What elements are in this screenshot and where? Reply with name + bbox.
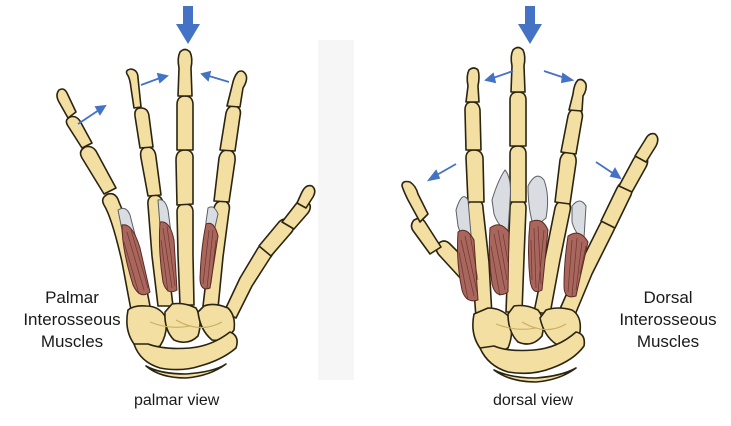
palmar-finger-2 [125, 68, 162, 197]
dorsal-label-line-2: Interosseous [619, 310, 717, 329]
palmar-muscles-label: Palmar Interosseous Muscles [14, 287, 130, 353]
palmar-label-line-3: Muscles [40, 332, 104, 351]
palmar-carpals [126, 302, 238, 379]
dorsal-view-caption: dorsal view [493, 392, 574, 409]
dorsal-ring-finger [554, 78, 587, 205]
dorsal-label-line-1: Dorsal [643, 288, 693, 307]
center-divider [318, 40, 354, 380]
palmar-thumb [258, 184, 316, 257]
palmar-hand [56, 48, 316, 379]
palmar-interossei [117, 199, 219, 296]
dorsal-index-finger [464, 67, 485, 203]
dorsal-arrow-down [518, 6, 542, 44]
palmar-finger-4 [213, 70, 248, 203]
palmar-middle-finger [175, 48, 194, 206]
dorsal-middle-finger [509, 46, 527, 203]
palmar-arrows [77, 6, 230, 125]
palmar-arrow-down [176, 6, 200, 44]
dorsal-interossei [455, 169, 589, 302]
palmar-label-line-2: Interosseous [23, 310, 121, 329]
palmar-view-caption: palmar view [134, 392, 220, 409]
dorsal-muscles-label: Dorsal Interosseous Muscles [610, 287, 726, 353]
dorsal-hand [401, 46, 659, 383]
dorsal-arrows [426, 6, 622, 182]
dorsal-carpals [472, 304, 586, 383]
dorsal-little-finger [600, 132, 659, 229]
palmar-label-line-1: Palmar [45, 288, 99, 307]
palmar-index-finger [56, 88, 117, 195]
dorsal-label-line-3: Muscles [636, 332, 700, 351]
